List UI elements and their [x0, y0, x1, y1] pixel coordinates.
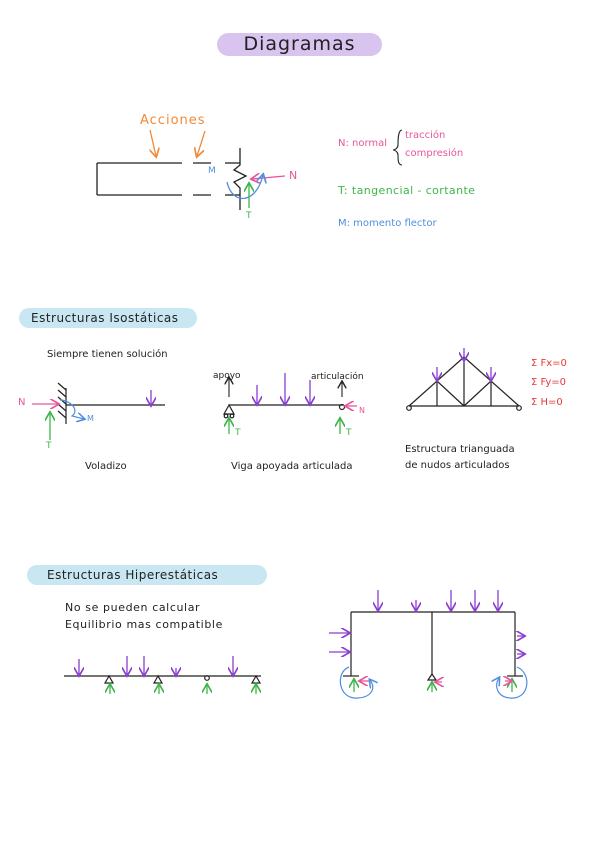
cantilever-n-label: N [18, 397, 26, 408]
hyperstatic-note-2: Equilibrio mas compatible [65, 618, 223, 631]
n-label: N [289, 169, 298, 182]
truss-drawing [406, 356, 522, 411]
acciones-label: Acciones [140, 113, 206, 128]
cantilever-caption: Voladizo [85, 461, 127, 472]
isostatic-heading-highlight [19, 308, 197, 328]
normal-force-arrow [252, 176, 286, 179]
moment-arrow [226, 175, 263, 200]
action-arrow-right [197, 130, 206, 156]
beam-t-label-left: T [235, 428, 241, 438]
hyperstatic-heading-highlight [27, 565, 267, 585]
cantilever-m-arrow [59, 399, 84, 419]
hyperstatic-heading: Estructuras Hiperestáticas [47, 568, 219, 582]
legend-t: T: tangencial - cortante [338, 184, 476, 197]
beam-n-label: N [359, 406, 365, 415]
equation-h: Σ H=0 [531, 397, 563, 408]
cantilever-drawing [57, 382, 165, 424]
t-label: T [246, 211, 252, 221]
beam-section-drawing [96, 148, 248, 210]
equation-fy: Σ Fy=0 [531, 377, 566, 388]
beam-drawing [222, 403, 346, 419]
frame-moment-left [339, 666, 372, 699]
m-label: M [208, 166, 216, 176]
page-title: Diagramas [243, 33, 356, 55]
frame-moment-right [497, 666, 528, 699]
beam-t-label-right: T [346, 428, 352, 438]
action-arrow-left [150, 129, 156, 156]
hyperstatic-note-1: No se pueden calcular [65, 601, 201, 614]
legend-compresion: compresión [405, 148, 464, 159]
isostatic-heading: Estructuras Isostáticas [31, 311, 179, 325]
frame-drawing [343, 611, 523, 681]
apoyo-label: apoyo [213, 371, 241, 381]
legend-m: M: momento flector [338, 218, 437, 229]
title-highlight [217, 33, 382, 56]
truss-caption-2: de nudos articulados [405, 460, 510, 471]
beam-caption: Viga apoyada articulada [231, 461, 353, 472]
equation-fx: Σ Fx=0 [531, 358, 567, 369]
legend-traccion: tracción [405, 130, 446, 141]
brace [392, 129, 403, 166]
articulacion-label: articulación [311, 372, 364, 382]
cantilever-t-label: T [46, 441, 52, 451]
cantilever-m-label: M [87, 414, 94, 423]
isostatic-note: Siempre tienen solución [47, 349, 168, 360]
truss-caption-1: Estructura trianguada [405, 444, 515, 455]
continuous-beam-drawing [64, 674, 262, 684]
legend-n: N: normal [338, 138, 388, 149]
